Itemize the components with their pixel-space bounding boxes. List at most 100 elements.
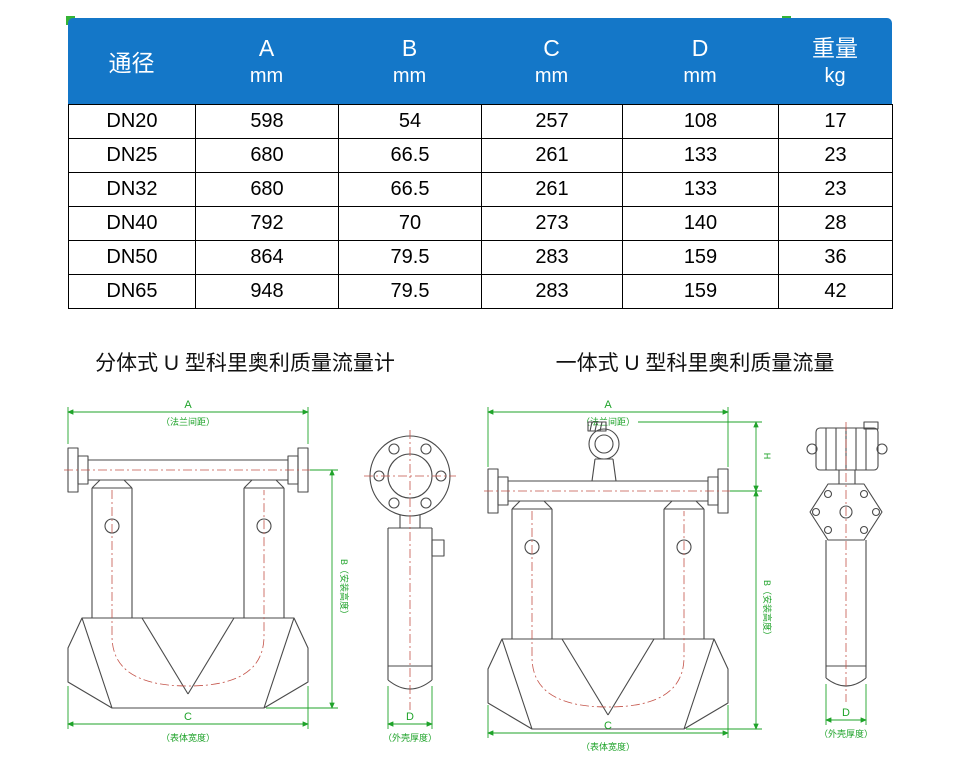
dim-a: A （法兰间距） <box>487 399 729 467</box>
meter-body <box>487 468 729 730</box>
cell-c: 273 <box>481 206 623 241</box>
dim-c-label: C <box>604 720 612 732</box>
table-row: DN65 948 79.5 283 159 42 <box>68 274 893 309</box>
header-d-letter: D <box>691 35 709 61</box>
dim-h-label: H <box>762 453 772 460</box>
housing <box>387 515 445 690</box>
header-c-unit: mm <box>534 65 569 87</box>
dim-d-label: D <box>842 707 850 719</box>
caption-split-type: 分体式 U 型科里奥利质量流量计 <box>95 352 395 375</box>
dim-b: B（安装高度） <box>266 469 350 709</box>
cell-dn: DN50 <box>68 240 196 275</box>
table-row: DN20 598 54 257 108 17 <box>68 104 893 139</box>
dim-b: B（安装高度） <box>686 490 773 730</box>
cell-b: 79.5 <box>338 240 482 275</box>
header-cell-b: B mm <box>338 18 481 104</box>
cell-b: 54 <box>338 104 482 139</box>
transmitter-head <box>806 421 888 485</box>
cell-c: 257 <box>481 104 623 139</box>
technical-drawings: A （法兰间距） <box>64 399 888 752</box>
cell-b: 66.5 <box>338 172 482 207</box>
meter-body <box>67 447 309 709</box>
dim-d: D （外壳厚度） <box>383 686 437 743</box>
header-a-unit: mm <box>249 65 284 87</box>
dim-b-label: B（安装高度） <box>339 559 350 619</box>
cell-weight: 36 <box>778 240 893 275</box>
table-row: DN32 680 66.5 261 133 23 <box>68 172 893 207</box>
hex-flange <box>809 483 883 541</box>
cell-d: 159 <box>622 240 779 275</box>
cell-a: 680 <box>195 172 339 207</box>
transmitter <box>587 421 620 482</box>
cell-weight: 23 <box>778 172 893 207</box>
drawing-split-side-view: D （外壳厚度） <box>364 430 456 743</box>
cell-b: 66.5 <box>338 138 482 173</box>
header-cell-weight: 重量 kg <box>778 18 892 104</box>
cell-a: 864 <box>195 240 339 275</box>
table-row: DN25 680 66.5 261 133 23 <box>68 138 893 173</box>
table-row: DN50 864 79.5 283 159 36 <box>68 240 893 275</box>
header-weight-letter: 重量 <box>812 35 858 61</box>
dim-d-note: （外壳厚度） <box>383 732 437 743</box>
cell-d: 159 <box>622 274 779 309</box>
header-c-letter: C <box>543 35 560 61</box>
dim-d: D （外壳厚度） <box>819 684 873 739</box>
cell-weight: 17 <box>778 104 893 139</box>
dim-a-label: A <box>184 399 192 411</box>
tube-centerline <box>484 490 732 708</box>
header-b-letter: B <box>401 35 418 61</box>
cell-d: 133 <box>622 138 779 173</box>
table-row: DN40 792 70 273 140 28 <box>68 206 893 241</box>
cell-c: 283 <box>481 274 623 309</box>
cell-d: 108 <box>622 104 779 139</box>
cell-b: 79.5 <box>338 274 482 309</box>
cell-c: 261 <box>481 172 623 207</box>
cell-weight: 23 <box>778 138 893 173</box>
dim-c-label: C <box>184 711 192 723</box>
cell-a: 598 <box>195 104 339 139</box>
dim-a-note: （法兰间距） <box>161 416 215 427</box>
header-d-unit: mm <box>683 65 717 87</box>
cell-c: 283 <box>481 240 623 275</box>
table-body: DN20 598 54 257 108 17 DN25 680 66.5 261… <box>68 104 893 309</box>
cell-a: 792 <box>195 206 339 241</box>
header-b-unit: mm <box>392 65 427 87</box>
cell-c: 261 <box>481 138 623 173</box>
drawing-split-front-view: A （法兰间距） <box>64 399 350 743</box>
dim-a-label: A <box>604 399 612 411</box>
cell-a: 680 <box>195 138 339 173</box>
header-weight-unit: kg <box>824 65 846 87</box>
dim-c-note: （表体宽度） <box>161 732 215 743</box>
header-a-letter: A <box>258 35 275 61</box>
cell-d: 133 <box>622 172 779 207</box>
dim-c: C （表体宽度） <box>67 686 309 743</box>
cell-a: 948 <box>195 274 339 309</box>
cell-b: 70 <box>338 206 482 241</box>
spec-table: 通径 A mm B mm C mm D mm 重量 kg <box>68 18 893 309</box>
drawing-compact-front-view: A （法兰间距） <box>484 399 773 752</box>
tube-centerline <box>64 469 312 687</box>
dim-d-label: D <box>406 711 414 723</box>
dim-b-label: B（安装高度） <box>762 580 773 640</box>
header-cell-c: C mm <box>481 18 622 104</box>
caption-compact-type: 一体式 U 型科里奥利质量流量 <box>555 352 835 375</box>
cell-d: 140 <box>622 206 779 241</box>
cell-weight: 28 <box>778 206 893 241</box>
cell-dn: DN25 <box>68 138 196 173</box>
header-cell-a: A mm <box>195 18 338 104</box>
cell-dn: DN40 <box>68 206 196 241</box>
cell-dn: DN20 <box>68 104 196 139</box>
dim-d-note: （外壳厚度） <box>819 728 873 739</box>
dim-a-note: （法兰间距） <box>581 416 635 427</box>
dim-c-note: （表体宽度） <box>581 741 635 752</box>
cell-dn: DN65 <box>68 274 196 309</box>
header-diameter-label: 通径 <box>108 50 155 76</box>
header-cell-diameter: 通径 <box>68 18 195 104</box>
dim-a: A （法兰间距） <box>67 399 309 444</box>
dim-h: H <box>638 421 772 492</box>
cell-weight: 42 <box>778 274 893 309</box>
header-cell-d: D mm <box>622 18 778 104</box>
cell-dn: DN32 <box>68 172 196 207</box>
table-header: 通径 A mm B mm C mm D mm 重量 kg <box>68 18 892 104</box>
